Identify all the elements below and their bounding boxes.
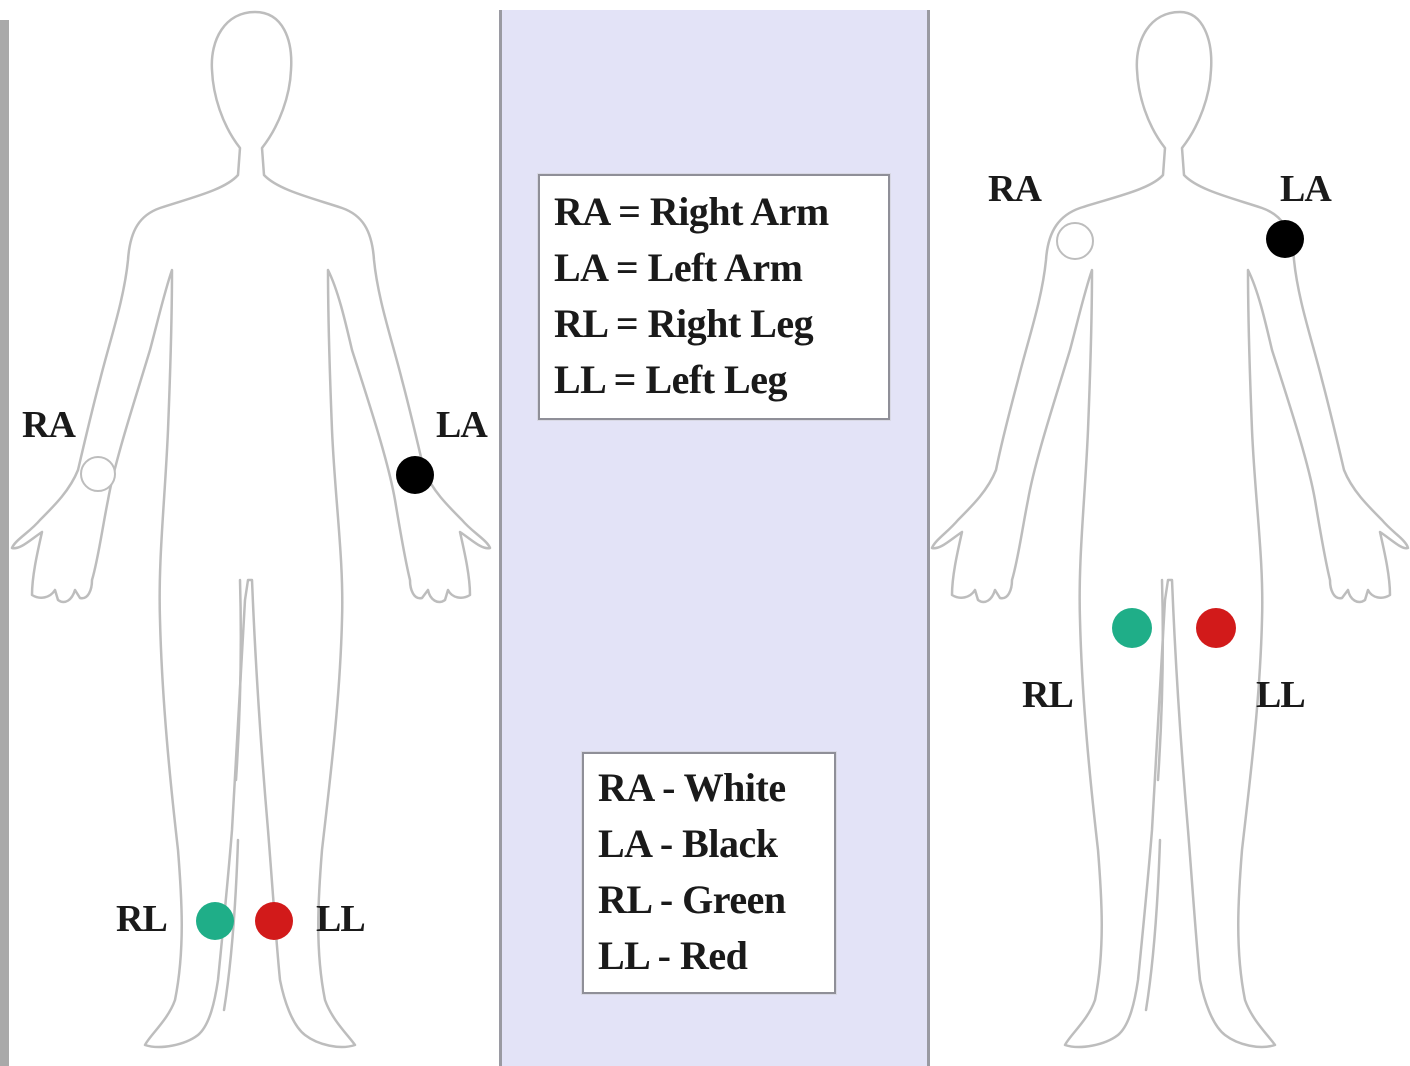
torso-rl-electrode bbox=[1112, 608, 1152, 648]
legend-line-ra-color: RA - White bbox=[598, 760, 834, 816]
front-body-outline bbox=[0, 0, 500, 1066]
legend-line-la-color: LA - Black bbox=[598, 816, 834, 872]
torso-la-label: LA bbox=[1280, 170, 1331, 208]
front-ll-label: LL bbox=[316, 900, 365, 938]
legend-line-rl-name: RL = Right Leg bbox=[554, 296, 888, 352]
torso-body-outline bbox=[930, 0, 1410, 1066]
lead-color-legend: RA - White LA - Black RL - Green LL - Re… bbox=[582, 752, 836, 994]
front-ll-electrode bbox=[255, 902, 293, 940]
torso-ll-label: LL bbox=[1256, 676, 1305, 714]
legend-line-ll-color: LL - Red bbox=[598, 928, 834, 984]
front-ra-label: RA bbox=[22, 406, 75, 444]
front-rl-label: RL bbox=[116, 900, 167, 938]
front-la-label: LA bbox=[436, 406, 487, 444]
torso-ll-electrode bbox=[1196, 608, 1236, 648]
torso-ra-label: RA bbox=[988, 170, 1041, 208]
torso-ra-electrode bbox=[1056, 222, 1094, 260]
legend-line-la-name: LA = Left Arm bbox=[554, 240, 888, 296]
legend-line-rl-color: RL - Green bbox=[598, 872, 834, 928]
front-rl-electrode bbox=[196, 902, 234, 940]
front-ra-electrode bbox=[80, 456, 116, 492]
legend-line-ll-name: LL = Left Leg bbox=[554, 352, 888, 408]
legend-line-ra-name: RA = Right Arm bbox=[554, 184, 888, 240]
torso-la-electrode bbox=[1266, 220, 1304, 258]
lead-name-legend: RA = Right Arm LA = Left Arm RL = Right … bbox=[538, 174, 890, 420]
torso-rl-label: RL bbox=[1022, 676, 1073, 714]
front-la-electrode bbox=[396, 456, 434, 494]
